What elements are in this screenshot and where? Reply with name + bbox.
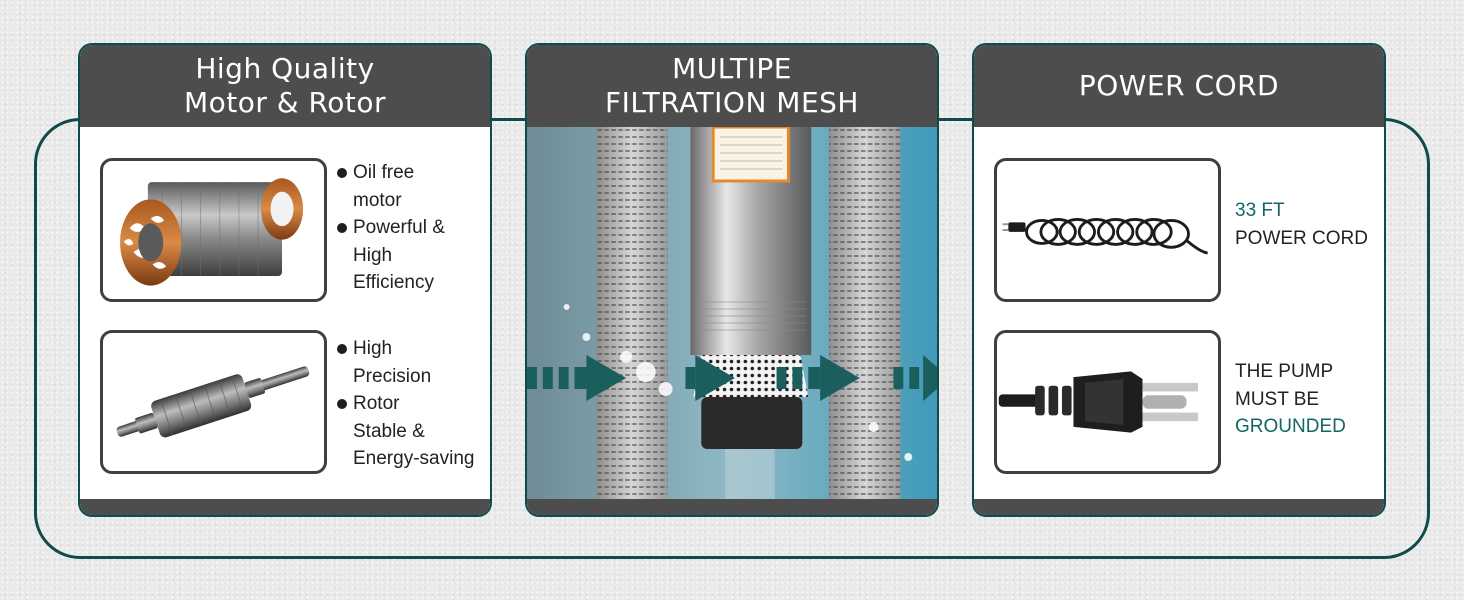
ground-line1: THE PUMP	[1235, 361, 1334, 382]
mesh-panel-footer	[527, 499, 937, 515]
feature-powerful: Powerful &	[337, 214, 445, 242]
filtration-mesh-panel: MULTIPE FILTRATION MESH	[525, 43, 939, 517]
cord-length-label: POWER CORD	[1235, 227, 1368, 249]
feature-high-precision-cont: Precision	[353, 365, 432, 387]
cord-length: 33 FT	[1235, 200, 1285, 221]
feature-oil-free: Oil free	[337, 159, 445, 187]
feature-rotor: Rotor	[337, 390, 474, 418]
ground-warning-text: THE PUMP MUST BE GROUNDED	[1235, 358, 1346, 441]
feature-powerful-cont1: High	[353, 244, 393, 266]
coiled-cord-image	[994, 158, 1221, 302]
motor-panel-footer	[80, 499, 490, 515]
feature-oil-free-cont: motor	[353, 189, 402, 211]
motor-feature-list: Oil free motor Powerful & High Efficienc…	[337, 159, 445, 297]
ground-line3: GROUNDED	[1235, 416, 1346, 437]
rotor-shaft-image	[100, 330, 327, 474]
motor-panel-header: High Quality Motor & Rotor	[80, 45, 490, 127]
mesh-title-line2: FILTRATION MESH	[605, 86, 859, 119]
cord-title: POWER CORD	[1078, 69, 1280, 102]
cord-length-text: 33 FT POWER CORD	[1235, 197, 1368, 252]
feature-powerful-cont2: Efficiency	[353, 272, 434, 293]
motor-title-line2: Motor & Rotor	[184, 86, 386, 119]
cord-panel-footer	[974, 499, 1384, 515]
power-cord-panel: POWER CORD 33 FT POWER CORD	[972, 43, 1386, 517]
motor-stator-image	[100, 158, 327, 302]
ground-line2: MUST BE	[1235, 388, 1320, 410]
feature-rotor-cont2: Energy-saving	[353, 448, 475, 469]
mesh-panel-header: MULTIPE FILTRATION MESH	[527, 45, 937, 127]
motor-rotor-panel: High Quality Motor & Rotor	[78, 43, 492, 517]
cord-panel-header: POWER CORD	[974, 45, 1384, 127]
feature-rotor-cont1: Stable &	[353, 420, 425, 442]
motor-title-line1: High Quality	[195, 52, 375, 85]
feature-high-precision: High	[337, 335, 474, 363]
mesh-title-line1: MULTIPE	[672, 52, 792, 85]
grounded-plug-image	[994, 330, 1221, 474]
rotor-feature-list: High Precision Rotor Stable & Energy-sav…	[337, 335, 474, 473]
submersible-pump-mesh-image	[527, 127, 937, 501]
